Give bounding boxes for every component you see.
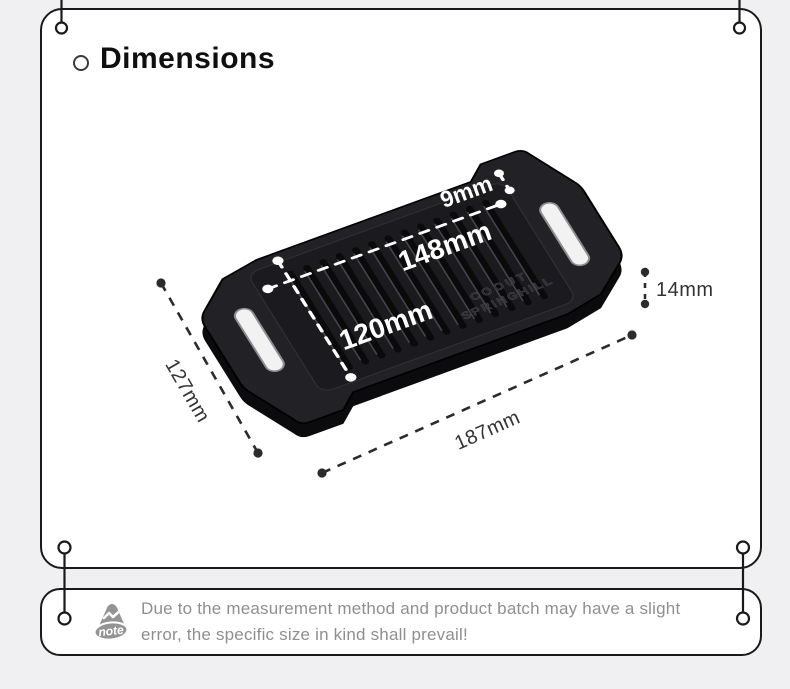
page-title: Dimensions (100, 42, 276, 75)
section-title: Dimensions (73, 42, 275, 76)
width-120-line (276, 259, 353, 379)
label-height-14mm: 14mm (656, 279, 714, 301)
note-text: Due to the measurement method and produc… (141, 596, 680, 648)
bullet-ring-icon (73, 55, 89, 71)
svg-text:note: note (98, 623, 125, 640)
note-box: note Due to the measurement method and p… (40, 588, 762, 656)
label-overall-length-187mm: 187mm (451, 406, 523, 454)
left-handle-slot (233, 307, 285, 372)
note-icon: note (93, 604, 129, 641)
note-line-1: Due to the measurement method and produc… (141, 599, 681, 618)
label-overall-width-127mm: 127mm (160, 356, 214, 427)
grill-ridges (286, 199, 548, 371)
outer-measure-lines (159, 272, 647, 475)
griddle-plate: COOUT SPRINGHILL (172, 137, 652, 437)
right-handle-slot (539, 202, 591, 267)
griddle-dimension-illustration: COOUT SPRINGHILL 9mm 148mm 120mm (156, 137, 714, 478)
note-line-2: error, the specific size in kind shall p… (141, 625, 468, 644)
surface-measure-dots (262, 169, 515, 382)
overall-length-line (321, 333, 633, 475)
outer-measure-dots (156, 267, 650, 478)
length-148-line (266, 202, 503, 291)
